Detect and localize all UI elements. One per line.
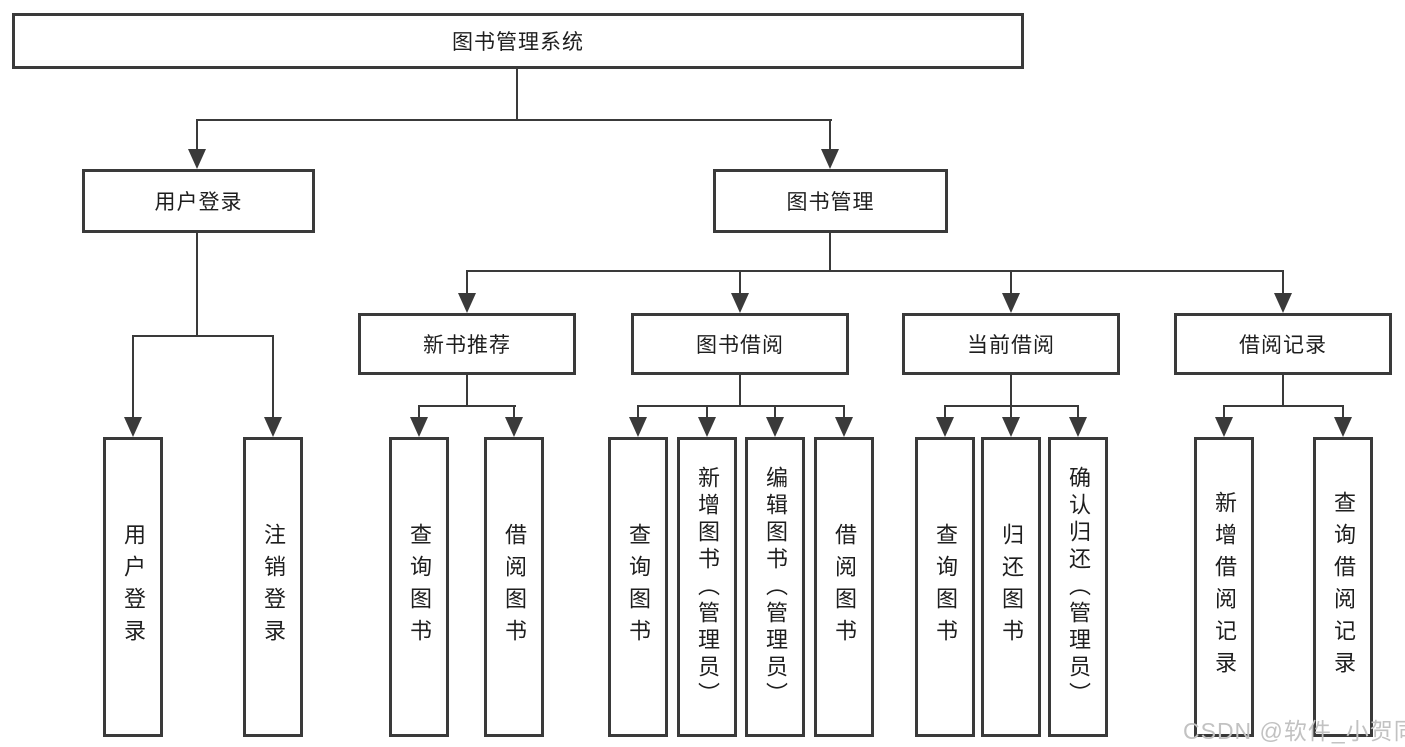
- node-label: 图书管理: [786, 191, 875, 214]
- arrow-down-icon: [458, 293, 476, 313]
- connector-drop-current-borrow: [1010, 270, 1012, 295]
- leaf-query-books: 查询图书: [608, 437, 668, 737]
- connector-user-login-stem: [196, 233, 198, 337]
- leaf-label: 查询图书: [933, 523, 958, 651]
- arrow-down-icon: [698, 417, 716, 437]
- connector-drop-leaf: [513, 405, 515, 419]
- connector-drop-leaf: [272, 335, 274, 419]
- csdn-watermark: CSDN @软件_小贺同学: [1183, 718, 1405, 744]
- leaf-label: 借阅图书: [502, 523, 527, 651]
- connector-root-stem: [516, 68, 518, 121]
- leaf-query-borrow-record: 查询借阅记录: [1313, 437, 1373, 737]
- arrow-down-icon: [936, 417, 954, 437]
- connector-drop-book-borrow: [739, 270, 741, 295]
- leaf-borrow-books: 借阅图书: [814, 437, 874, 737]
- leaf-label: 新增图书（管理员）: [695, 465, 720, 709]
- connector-horizontal: [637, 405, 845, 407]
- node-user-login: 用户登录: [82, 169, 315, 233]
- arrow-down-icon: [1215, 417, 1233, 437]
- connector-drop-leaf: [944, 405, 946, 419]
- connector-stem: [1010, 375, 1012, 406]
- leaf-label: 新增借阅记录: [1212, 491, 1237, 683]
- arrow-down-icon: [505, 417, 523, 437]
- arrow-down-icon: [1069, 417, 1087, 437]
- leaf-edit-books-admin: 编辑图书（管理员）: [745, 437, 805, 737]
- arrow-down-icon: [264, 417, 282, 437]
- leaf-label: 编辑图书（管理员）: [763, 465, 788, 709]
- node-current-borrowing: 当前借阅: [902, 313, 1120, 375]
- arrow-down-icon: [766, 417, 784, 437]
- leaf-add-borrow-record: 新增借阅记录: [1194, 437, 1254, 737]
- connector-horizontal: [1223, 405, 1344, 407]
- node-label: 图书管理系统: [452, 31, 584, 54]
- connector-drop-leaf: [1342, 405, 1344, 419]
- connector-drop-leaf: [1077, 405, 1079, 419]
- connector-drop-new-book: [466, 270, 468, 295]
- leaf-return-books: 归还图书: [981, 437, 1041, 737]
- leaf-borrow-books: 借阅图书: [484, 437, 544, 737]
- leaf-label: 查询借阅记录: [1331, 491, 1356, 683]
- arrow-down-icon: [188, 149, 206, 169]
- connector-drop-book-mgmt: [829, 119, 831, 151]
- leaf-add-books-admin: 新增图书（管理员）: [677, 437, 737, 737]
- node-label: 借阅记录: [1239, 334, 1327, 357]
- connector-drop-leaf: [132, 335, 134, 419]
- node-new-book-recommend: 新书推荐: [358, 313, 576, 375]
- node-borrowing-records: 借阅记录: [1174, 313, 1392, 375]
- leaf-logout: 注销登录: [243, 437, 303, 737]
- arrow-down-icon: [629, 417, 647, 437]
- leaf-user-login: 用户登录: [103, 437, 163, 737]
- leaf-label: 用户登录: [121, 523, 146, 651]
- node-book-management: 图书管理: [713, 169, 948, 233]
- arrow-down-icon: [1274, 293, 1292, 313]
- connector-drop-leaf: [1223, 405, 1225, 419]
- node-label: 图书借阅: [696, 334, 784, 357]
- node-book-borrowing: 图书借阅: [631, 313, 849, 375]
- arrow-down-icon: [1002, 417, 1020, 437]
- arrow-down-icon: [835, 417, 853, 437]
- connector-stem: [1282, 375, 1284, 406]
- connector-stem: [739, 375, 741, 406]
- node-label: 新书推荐: [423, 334, 511, 357]
- connector-drop-user-login: [196, 119, 198, 151]
- connector-book-mgmt-stem: [829, 233, 831, 272]
- node-root-library-system: 图书管理系统: [12, 13, 1024, 69]
- leaf-query-books: 查询图书: [389, 437, 449, 737]
- leaf-label: 归还图书: [999, 523, 1024, 651]
- connector-drop-leaf: [418, 405, 420, 419]
- leaf-confirm-return-admin: 确认归还（管理员）: [1048, 437, 1108, 737]
- arrow-down-icon: [410, 417, 428, 437]
- leaf-query-books: 查询图书: [915, 437, 975, 737]
- connector-book-mgmt-horizontal: [466, 270, 1284, 272]
- connector-user-login-horizontal: [132, 335, 274, 337]
- connector-drop-leaf: [843, 405, 845, 419]
- connector-drop-leaf: [637, 405, 639, 419]
- connector-drop-borrow-records: [1282, 270, 1284, 295]
- arrow-down-icon: [731, 293, 749, 313]
- node-label: 当前借阅: [967, 334, 1055, 357]
- connector-root-horizontal: [196, 119, 832, 121]
- connector-stem: [466, 375, 468, 406]
- arrow-down-icon: [1334, 417, 1352, 437]
- leaf-label: 确认归还（管理员）: [1066, 465, 1091, 709]
- connector-drop-leaf: [774, 405, 776, 419]
- leaf-label: 查询图书: [626, 523, 651, 651]
- arrow-down-icon: [821, 149, 839, 169]
- connector-drop-leaf: [706, 405, 708, 419]
- connector-drop-leaf: [1010, 405, 1012, 419]
- arrow-down-icon: [124, 417, 142, 437]
- leaf-label: 查询图书: [407, 523, 432, 651]
- leaf-label: 借阅图书: [832, 523, 857, 651]
- arrow-down-icon: [1002, 293, 1020, 313]
- connector-horizontal: [418, 405, 516, 407]
- node-label: 用户登录: [154, 191, 243, 214]
- leaf-label: 注销登录: [261, 523, 286, 651]
